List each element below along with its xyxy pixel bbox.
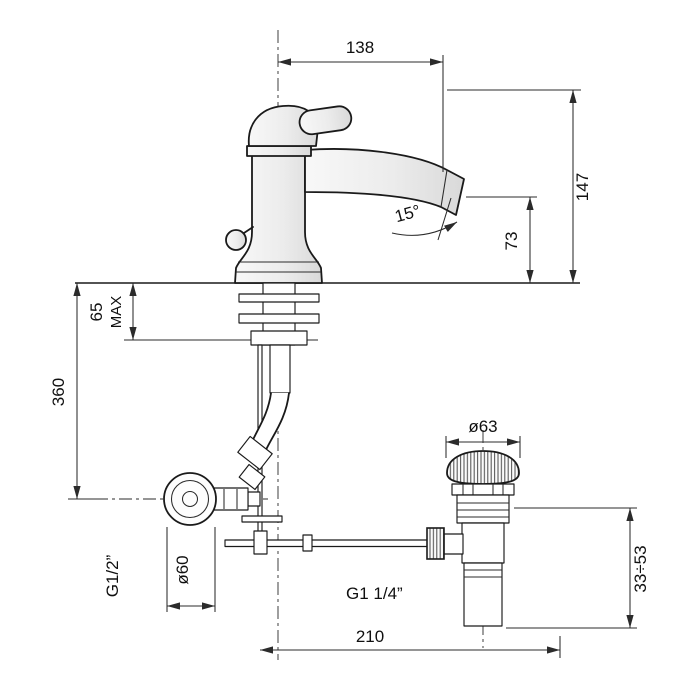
pullrod-stem [243, 226, 254, 234]
waste-lower-body [461, 522, 505, 564]
popup-crossbar [241, 515, 283, 523]
wall-connection [163, 472, 261, 526]
waste-assembly [426, 450, 520, 627]
dimensions: 138 147 73 15° 65 MAX 360 G1/2” [49, 38, 650, 658]
dim-label-deck-max-suffix: MAX [108, 296, 125, 329]
waste-collar [451, 483, 515, 496]
rod-clamp [253, 530, 268, 555]
faucet-body [234, 153, 323, 284]
dim-waste-offset: 210 [260, 627, 561, 658]
angle-arc [391, 221, 458, 236]
supply-outlet [269, 344, 291, 394]
popup-linkage [224, 515, 431, 555]
faucet [225, 104, 465, 284]
hose-connector-lower [238, 463, 266, 491]
label-supply-thread: G1/2” [103, 554, 122, 597]
dim-label-spout-reach: 138 [346, 38, 374, 57]
dim-label-supply-drop: 360 [49, 378, 68, 406]
waste-knurl-nut [426, 527, 445, 560]
flange-nut [213, 487, 249, 511]
waste-coupling-nut [456, 494, 510, 524]
label-waste-thread: G1 1/4” [346, 584, 403, 603]
dim-spout-height: 73 [466, 196, 537, 283]
hose-connector-upper [237, 435, 273, 471]
dim-label-waste-flange-diameter: ø63 [468, 417, 497, 436]
dim-total-height: 147 [447, 89, 592, 283]
dim-label-spout-height: 73 [502, 232, 521, 251]
dim-waste-adjust-range: 33÷53 [506, 507, 650, 629]
dim-deck-thickness: 65 MAX [87, 283, 137, 340]
dim-label-total-height: 147 [573, 173, 592, 201]
angle-reference-line [437, 197, 452, 241]
dim-label-spout-angle: 15° [393, 201, 423, 226]
spout-tip-line [440, 169, 448, 208]
dim-waste-flange-diameter: ø63 [445, 417, 521, 458]
supply-hose [237, 392, 290, 491]
handle-lever [298, 105, 353, 136]
spout [304, 148, 465, 216]
handle-collar [246, 145, 312, 157]
mounting-washer-lower [238, 313, 320, 324]
hose-fill [251, 393, 289, 452]
dim-label-flange-diameter: ø60 [173, 555, 192, 584]
flange-stub [247, 491, 261, 507]
dim-supply-drop: 360 [49, 283, 98, 500]
wall-flange-hub [181, 490, 199, 508]
mounting-washer-upper [238, 293, 320, 303]
waste-tailpiece [463, 562, 503, 627]
dim-flange-diameter: ø60 [166, 527, 216, 612]
mounting-locknut [250, 330, 308, 346]
hose-edge-right [264, 392, 290, 453]
waste-lever-boss [443, 533, 464, 555]
dim-label-waste-offset: 210 [356, 627, 384, 646]
wall-flange-inner-ring [170, 479, 210, 519]
rod-clamp-2 [302, 534, 313, 552]
pullrod-knob [225, 229, 247, 251]
dim-label-waste-adjust-range: 33÷53 [631, 545, 650, 592]
waste-cap [446, 450, 520, 485]
dim-label-deck-max: 65 [87, 303, 106, 322]
dim-spout-reach: 138 [278, 38, 444, 172]
